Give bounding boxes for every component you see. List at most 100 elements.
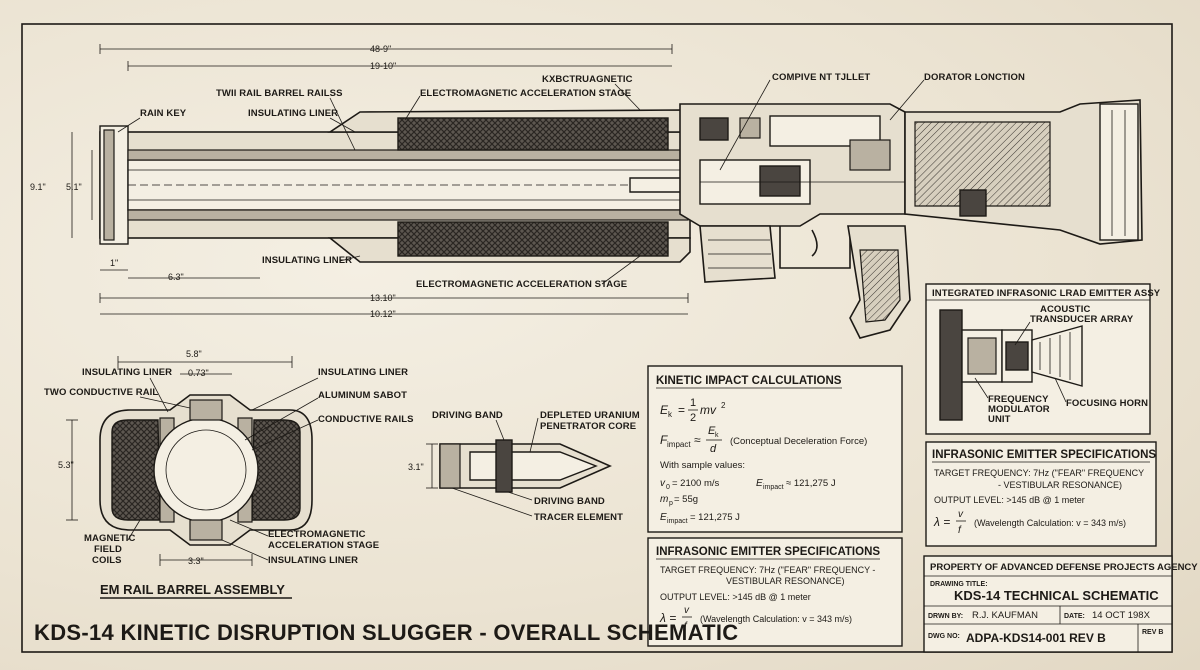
infra-r-freq-1: TARGET FREQUENCY: 7Hz ("FEAR" FREQUENCY <box>934 468 1144 478</box>
kinetic-eimp-right: ≈ 121,275 J <box>786 478 836 489</box>
proj-label-driving-band-bottom: DRIVING BAND <box>534 496 605 507</box>
dim-overall: 48-9" <box>370 44 391 54</box>
em-label-insulating-b: INSULATING LINER <box>268 555 358 566</box>
em-bottom-rail <box>189 519 223 541</box>
lower-em-stage <box>397 221 669 257</box>
eq2-lhs: F <box>660 433 668 447</box>
em-label-em-stage-2: ACCELERATION STAGE <box>268 540 379 551</box>
upper-rail <box>127 149 689 161</box>
eq2-sub: impact <box>667 440 691 449</box>
svg-text:E: E <box>660 512 667 523</box>
svg-text:m: m <box>660 494 668 505</box>
svg-text:0: 0 <box>666 484 670 491</box>
kinetic-v0: = 2100 m/s <box>672 478 720 489</box>
dim-d1: 19-10" <box>370 61 396 71</box>
eq2-note: (Conceptual Deceleration Force) <box>730 436 867 447</box>
label-em-stage-top: ELECTROMAGNETIC ACCELERATION STAGE <box>420 88 631 99</box>
label-compive: COMPIVE NT TJLLET <box>772 72 870 83</box>
tb-rev-label: REV B <box>1142 629 1163 636</box>
title-block: PROPERTY OF ADVANCED DEFENSE PROJECTS AG… <box>923 555 1198 653</box>
lrad-acoustic-1: ACOUSTIC <box>1040 304 1090 315</box>
tb-property: PROPERTY OF ADVANCED DEFENSE PROJECTS AG… <box>930 562 1198 573</box>
lrad-acoustic-2: TRANSDUCER ARRAY <box>1030 314 1134 325</box>
infra-b-title: INFRASONIC EMITTER SPECIFICATIONS <box>656 546 880 558</box>
em-dim-height: 5.3" <box>58 460 74 470</box>
svg-text:impact: impact <box>667 518 688 525</box>
kinetic-sample: With sample values: <box>660 460 745 471</box>
infra-b-wave: (Wavelength Calculation: v = 343 m/s) <box>700 614 852 624</box>
label-rain-key: RAIN KEY <box>140 108 187 119</box>
label-em-stage-bottom: ELECTROMAGNETIC ACCELERATION STAGE <box>416 279 627 290</box>
proj-label-driving-band-top: DRIVING BAND <box>432 410 503 421</box>
svg-text:f: f <box>684 621 688 632</box>
em-label-em-stage-1: ELECTROMAGNETIC <box>268 529 366 540</box>
upper-em-stage <box>397 117 669 151</box>
kinetic-panel: KINETIC IMPACT CALCULATIONS E k = 1 2 mv… <box>647 365 903 533</box>
infra-r-title: INFRASONIC EMITTER SPECIFICATIONS <box>932 449 1156 461</box>
svg-text:v: v <box>684 605 690 616</box>
lrad-freq-3: UNIT <box>988 414 1011 425</box>
em-coil-right <box>251 419 301 521</box>
eq1-rhs: mv <box>700 403 717 417</box>
label-rail-barrel-rails: TWII RAIL BARREL RAILSS <box>216 88 343 99</box>
svg-text:p: p <box>669 500 673 507</box>
infra-r-output: OUTPUT LEVEL: >145 dB @ 1 meter <box>934 495 1085 505</box>
svg-text:f: f <box>958 525 962 536</box>
sheet-border <box>21 23 1173 653</box>
dim-1in: 1" <box>110 258 118 268</box>
em-label-magnetic-3: COILS <box>92 555 122 566</box>
kinetic-title: KINETIC IMPACT CALCULATIONS <box>656 375 842 387</box>
proj-label-penetrator-1: DEPLETED URANIUM <box>540 410 640 421</box>
rifle-drawing <box>99 99 1143 339</box>
proj-label-tracer: TRACER ELEMENT <box>534 512 623 523</box>
tb-drwn: R.J. KAUFMAN <box>972 610 1038 621</box>
em-label-conductive-rails-r: CONDUCTIVE RAILS <box>318 414 414 425</box>
tb-date: 14 OCT 198X <box>1092 610 1151 621</box>
svg-text:v: v <box>958 509 964 520</box>
eq1-den: 2 <box>690 412 696 424</box>
tracer-element <box>439 443 461 489</box>
svg-text:impact: impact <box>763 484 784 491</box>
em-dim-inner: 0.73" <box>188 368 209 378</box>
tb-drawing-title-label: DRAWING TITLE: <box>930 581 988 588</box>
tb-dwg: ADPA-KDS14-001 REV B <box>966 631 1106 645</box>
tb-drwn-label: DRWN BY: <box>928 613 963 620</box>
em-label-magnetic-1: MAGNETIC <box>84 533 136 544</box>
svg-text:λ =: λ = <box>933 515 950 529</box>
driving-band <box>495 439 513 493</box>
svg-text:=: = <box>678 403 685 417</box>
proj-label-penetrator-2: PENETRATOR CORE <box>540 421 636 432</box>
em-top-rail <box>189 399 223 421</box>
trigger <box>811 229 818 257</box>
em-label-aluminum-sabot: ALUMINUM SABOT <box>318 390 407 401</box>
svg-text:λ =: λ = <box>659 611 676 625</box>
lower-rail <box>127 209 689 221</box>
tb-dwg-label: DWG NO: <box>928 633 960 640</box>
lrad-freq-1: FREQUENCY <box>988 394 1049 405</box>
em-label-insulating-tl: INSULATING LINER <box>82 367 172 378</box>
main-title: KDS-14 KINETIC DISRUPTION SLUGGER - OVER… <box>34 620 738 645</box>
dim-10in: 10.12" <box>370 309 396 319</box>
em-coil-left <box>111 419 161 521</box>
kinetic-eimp: = 121,275 J <box>690 512 740 523</box>
projectile-drawing: 3.1" DRIVING BAND DEPLETED URANIUM PENET… <box>408 410 640 523</box>
lrad-title: INTEGRATED INFRASONIC LRAD EMITTER ASSY <box>932 288 1161 299</box>
lrad-panel: INTEGRATED INFRASONIC LRAD EMITTER ASSY … <box>925 283 1161 435</box>
eq1-exp: 2 <box>721 401 726 410</box>
em-assembly-drawing: 5.8" 0.73" 5.3" 3.3" INSULATING LINER TW… <box>44 349 414 599</box>
dim-6in: 6.3" <box>168 272 184 282</box>
eq2-den: d <box>710 443 717 455</box>
tb-drawing-title: KDS-14 TECHNICAL SCHEMATIC <box>954 588 1159 603</box>
trigger-guard <box>779 226 851 269</box>
label-dorator: DORATOR LONCTION <box>924 72 1025 83</box>
label-insulating-liner-bottom: INSULATING LINER <box>262 255 352 266</box>
buttpad <box>1099 103 1139 241</box>
infra-b-freq-2: VESTIBULAR RESONANCE) <box>726 576 845 586</box>
focusing-horn <box>1031 325 1083 387</box>
label-insulating-liner-top: INSULATING LINER <box>248 108 338 119</box>
em-dim-width: 5.8" <box>186 349 202 359</box>
em-label-insulating-tr: INSULATING LINER <box>318 367 408 378</box>
lrad-horn: FOCUSING HORN <box>1066 398 1148 409</box>
